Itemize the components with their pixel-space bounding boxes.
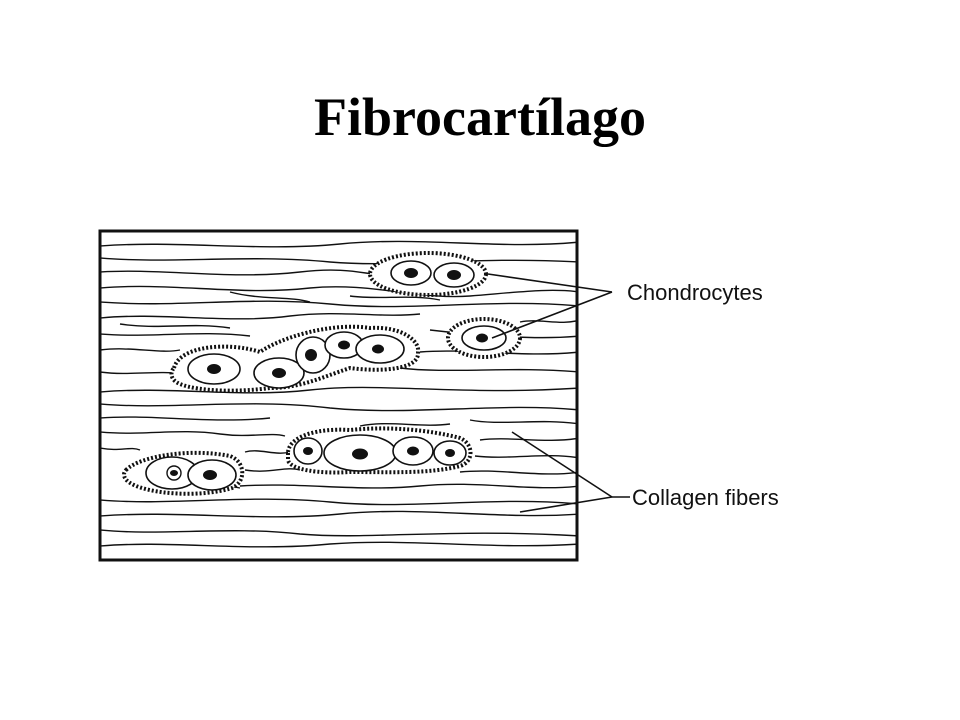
chondrocyte-group-left [122,450,245,496]
chondrocyte-group-middle [169,324,421,393]
leader-line-collagen-2 [519,496,613,513]
tissue-frame [98,229,579,562]
chondrocyte-group-right [446,317,522,359]
collagen-fibers-label: Collagen fibers [632,485,779,510]
slide-title: Fibrocartílago [314,87,646,147]
leader-lines [487,273,630,513]
leader-line-chondrocytes-1 [487,273,613,293]
chondrocyte-group-top [368,251,488,297]
leader-line-collagen-1 [511,431,613,498]
chondrocytes-label: Chondrocytes [627,280,763,305]
leader-line-chondrocytes-2 [491,291,613,339]
chondrocyte-group-lower [286,426,473,475]
chondrocyte-groups [122,251,522,496]
